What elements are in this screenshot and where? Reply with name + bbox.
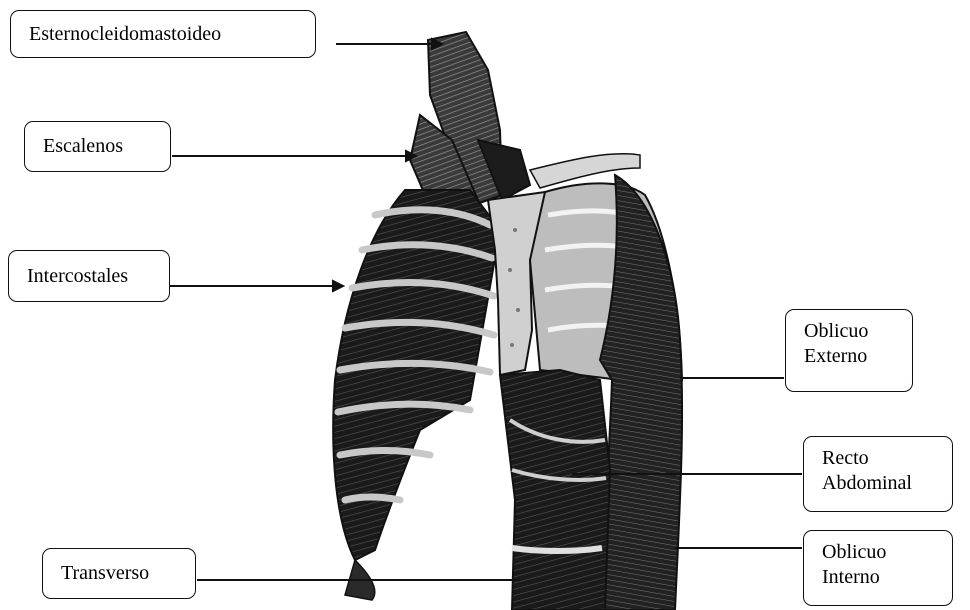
- label-text: Esternocleidomastoideo: [29, 22, 221, 47]
- label-escalenos: Escalenos: [24, 121, 171, 172]
- label-text-line1: Recto: [822, 446, 912, 471]
- label-intercostales: Intercostales: [8, 250, 170, 302]
- label-oblicuo-interno: Oblicuo Interno: [803, 530, 953, 606]
- rectus-abdominis-muscle: [500, 370, 610, 610]
- label-oblicuo-externo: Oblicuo Externo: [785, 309, 913, 392]
- label-text: Escalenos: [43, 134, 123, 159]
- label-text-line1: Oblicuo: [804, 319, 868, 344]
- label-esternocleidomastoideo: Esternocleidomastoideo: [10, 10, 316, 58]
- label-text: Transverso: [61, 561, 149, 586]
- label-transverso: Transverso: [42, 548, 196, 599]
- label-text-line2: Abdominal: [822, 471, 912, 496]
- label-recto-abdominal: Recto Abdominal: [803, 436, 953, 512]
- label-text-line2: Externo: [804, 344, 868, 369]
- label-text: Intercostales: [27, 264, 128, 289]
- label-text-line2: Interno: [822, 565, 886, 590]
- label-text-line1: Oblicuo: [822, 540, 886, 565]
